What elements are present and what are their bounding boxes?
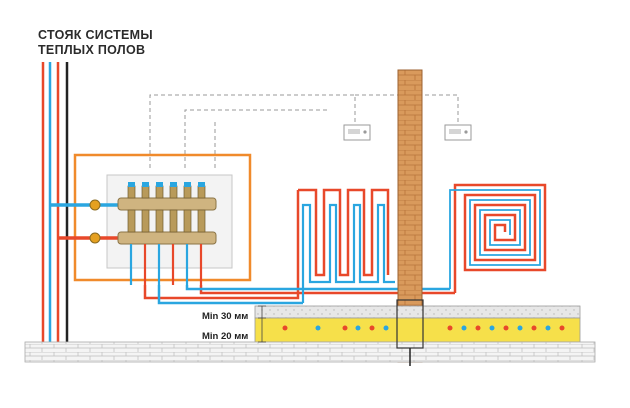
serpentine-return <box>301 203 395 303</box>
floor-wall-base <box>24 341 596 363</box>
manifold-icon <box>117 182 217 245</box>
title-line-2: ТЕПЛЫХ ПОЛОВ <box>38 43 146 57</box>
riser-pipes <box>41 62 69 360</box>
floor-screed <box>254 305 581 319</box>
dimension-lower-label: Min 20 мм <box>202 331 249 342</box>
control-wires <box>149 94 459 168</box>
manifold-cabinet <box>73 153 252 282</box>
title-line-1: СТОЯК СИСТЕМЫ <box>38 28 153 42</box>
thermostat-1 <box>343 124 371 141</box>
manifold-outlets <box>129 244 203 285</box>
dimension-marks <box>258 305 266 343</box>
loop-feed <box>143 190 455 305</box>
diagram-title: СТОЯК СИСТЕМЫ ТЕПЛЫХ ПОЛОВ <box>38 28 153 58</box>
spiral-loop <box>449 183 547 293</box>
floor-insulation <box>254 317 581 343</box>
feed-pipes <box>50 199 118 244</box>
manifold-plate <box>106 174 233 269</box>
thermostat-2 <box>444 124 472 141</box>
dimension-upper-label: Min 30 мм <box>202 311 249 322</box>
serpentine-loop <box>298 188 390 277</box>
